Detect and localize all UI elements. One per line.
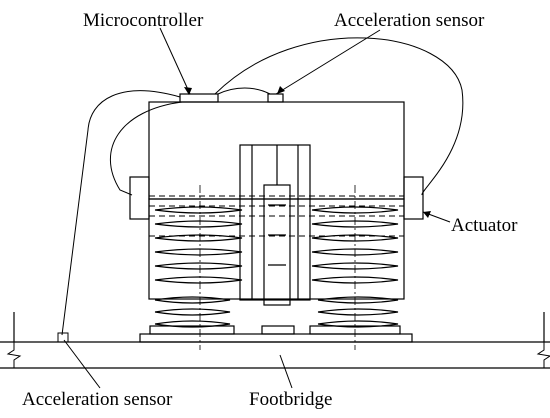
label-bottom-acceleration-sensor: Acceleration sensor [22, 389, 173, 410]
arrowheads [184, 86, 431, 218]
base-plate [139, 325, 413, 343]
label-footbridge: Footbridge [249, 389, 332, 410]
footbridge-deck [0, 312, 550, 369]
wiring [61, 37, 464, 336]
actuator-core [239, 144, 311, 306]
bottom-sensor-block [57, 332, 69, 343]
mass-housing [129, 93, 424, 300]
label-actuator: Actuator [451, 215, 518, 236]
label-microcontroller: Microcontroller [83, 10, 204, 31]
leader-lines [63, 27, 451, 389]
right-spring [311, 185, 399, 350]
left-spring [154, 185, 243, 350]
magnet-dashes [149, 195, 404, 237]
label-top-acceleration-sensor: Acceleration sensor [334, 10, 485, 31]
